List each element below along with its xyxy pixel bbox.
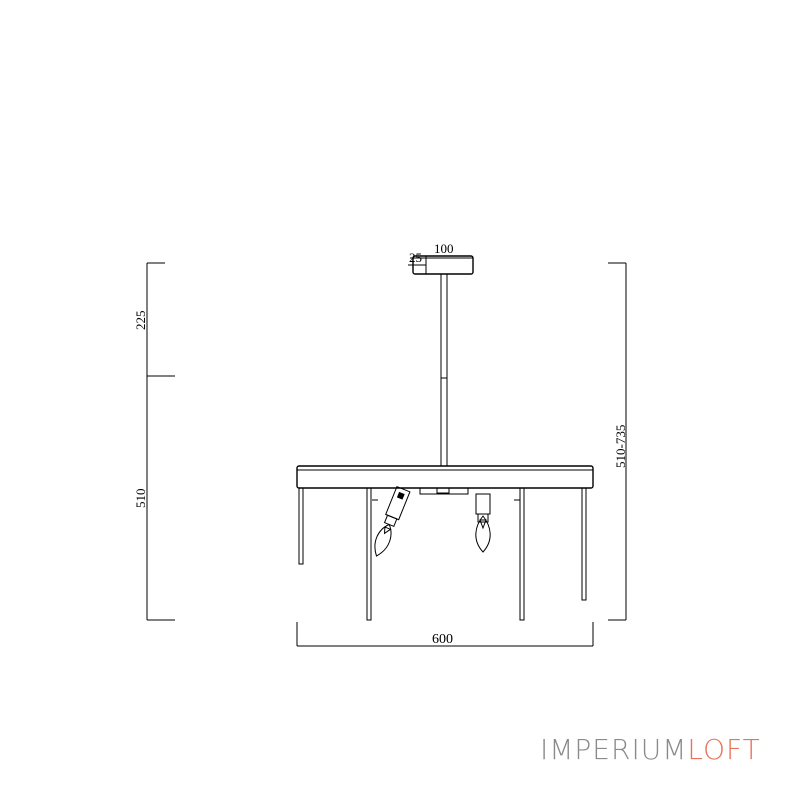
main-ring [296, 465, 594, 489]
diameter-dimension: 600 [296, 622, 594, 647]
hanging-rods [298, 487, 587, 621]
diameter-label: 600 [432, 632, 453, 647]
brand-logo-part2: LOFT [687, 733, 761, 766]
total-height-dimension: 510-735 [608, 262, 628, 621]
central-hub [419, 487, 469, 495]
canopy-height-dimension: 25 [408, 250, 426, 266]
left-lamp [374, 485, 411, 557]
canopy-width-label: 100 [434, 241, 454, 256]
body-height-dimension: 510 [133, 376, 175, 621]
right-lamp [475, 493, 491, 553]
rod-length-dimension: 225 [133, 262, 175, 377]
body-height-label: 510 [133, 489, 148, 509]
canopy-height-label: 25 [409, 250, 422, 265]
brand-logo-part1: IMPERIUM [540, 733, 688, 766]
suspension-rod [440, 273, 448, 467]
total-height-label: 510-735 [613, 425, 628, 468]
canopy-width-dimension: 100 [410, 241, 473, 259]
brand-logo: IMPERIUMLOFT [540, 733, 761, 766]
rod-length-label: 225 [133, 311, 148, 331]
